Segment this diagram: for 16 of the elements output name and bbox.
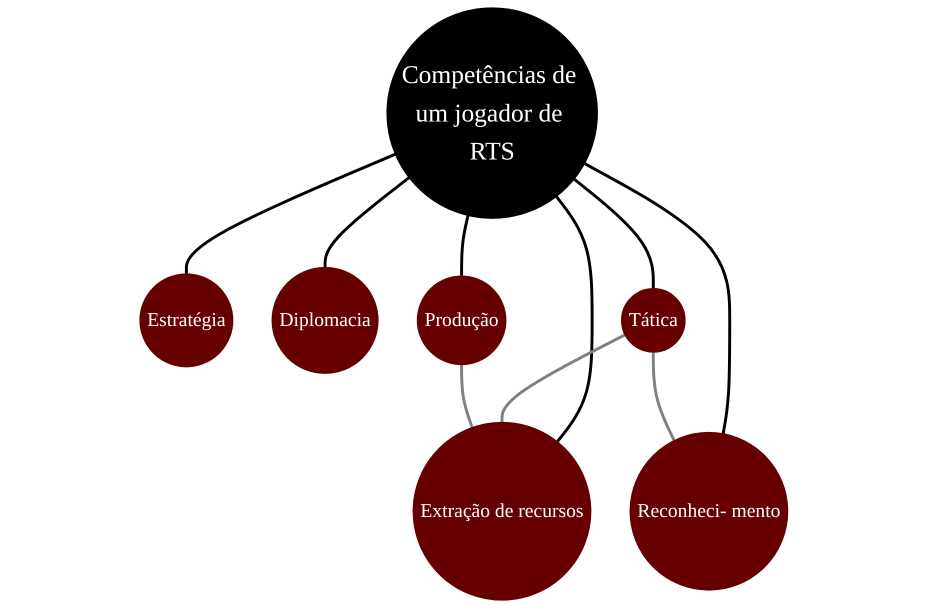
- connector: [324, 176, 410, 268]
- node-circle: [416, 276, 507, 366]
- connector: [555, 196, 594, 443]
- node-circle: [630, 432, 788, 591]
- connector: [460, 364, 474, 428]
- node-circle: [140, 273, 234, 368]
- node-circle: [412, 422, 592, 601]
- node-circle: [272, 266, 379, 374]
- connector: [573, 178, 655, 289]
- connector: [185, 152, 396, 274]
- node-circle: [621, 288, 686, 353]
- node-circle: [386, 7, 598, 219]
- connector: [584, 162, 732, 434]
- connector: [652, 352, 676, 442]
- connector: [500, 334, 626, 422]
- connector: [460, 215, 470, 276]
